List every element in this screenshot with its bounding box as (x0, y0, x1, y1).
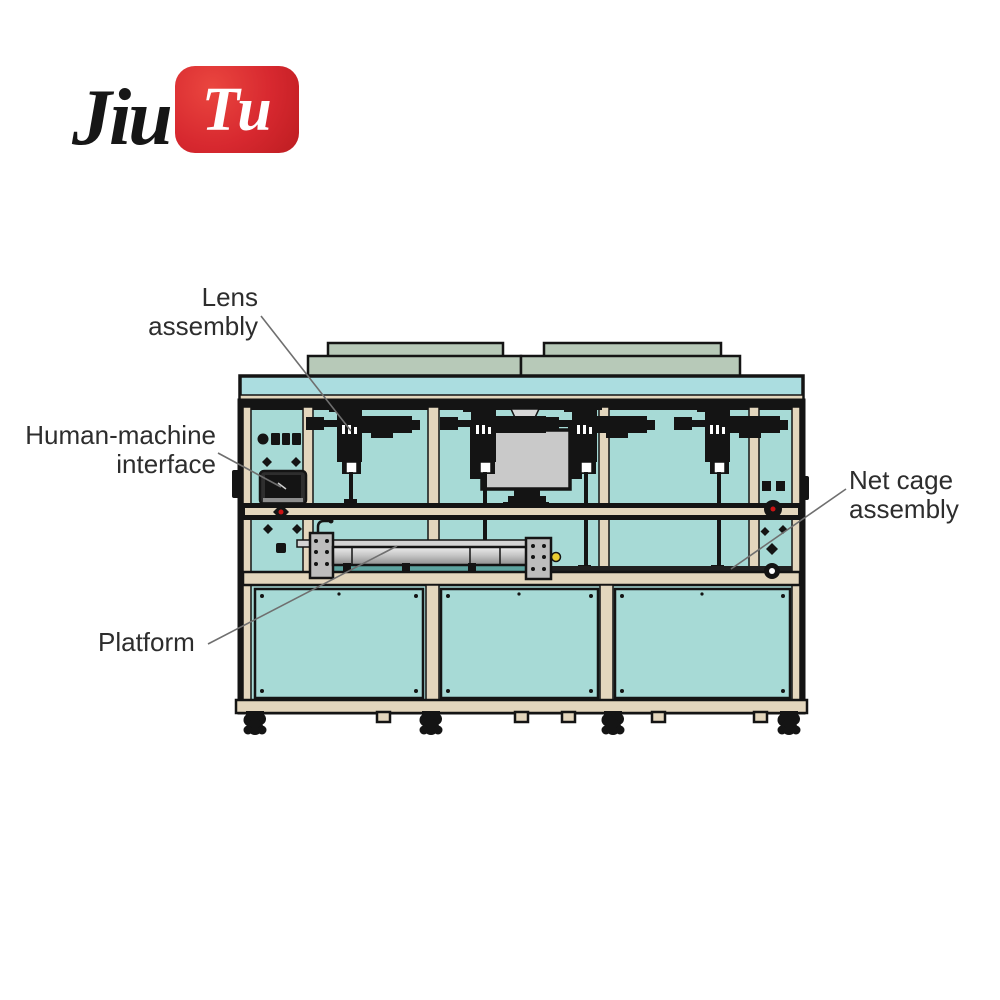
logo-red-box: Tu (174, 66, 299, 153)
callout-lens-line2: assembly (148, 311, 258, 341)
leader-lines (207, 315, 847, 645)
button-diamond (262, 457, 272, 467)
button-diamond (292, 524, 302, 534)
button-diamond (291, 457, 301, 467)
callout-hmi-line2: interface (116, 449, 216, 479)
caster-wheel-icon (243, 711, 801, 735)
button-diamond (766, 543, 778, 555)
callout-lens-assembly: Lens assembly (116, 283, 258, 341)
callout-hmi-line1: Human-machine (25, 420, 216, 450)
side-tab (232, 470, 240, 498)
top-lid-panels (306, 341, 742, 380)
logo-text-jiu: Jiu (72, 74, 173, 162)
brand-logo: Jiu Tu (72, 54, 299, 158)
panel-screws (260, 592, 785, 693)
conveyor-shadow (540, 566, 792, 574)
callout-platform: Platform (98, 628, 228, 657)
logo-text-tu: Tu (201, 76, 272, 144)
lower-rail (241, 570, 802, 587)
button-diamond (263, 524, 273, 534)
callout-lens-line1: Lens (201, 282, 258, 312)
lens-assembly-head-icon-4 (674, 403, 788, 474)
lens-assembly-head-icon-2 (440, 403, 554, 474)
side-tab (801, 476, 809, 500)
callout-net-line1: Net cage (849, 465, 954, 495)
callout-net-cage-assembly: Net cage assembly (849, 466, 999, 524)
button-diamond (760, 527, 770, 536)
leveling-foot-icon (375, 710, 769, 724)
callout-human-machine-interface: Human-machine interface (14, 421, 216, 479)
button-square (276, 543, 286, 553)
callout-platform-line1: Platform (98, 627, 195, 657)
platform-shadow (316, 565, 542, 575)
platform-rail-icon (296, 518, 562, 581)
panel-brand-marking-icon (257, 433, 301, 445)
mid-rail (243, 503, 800, 520)
right-control-panel (760, 481, 788, 579)
button-square (762, 481, 771, 491)
left-control-panel (257, 433, 308, 553)
button-square (776, 481, 785, 491)
lens-assembly-head-icon-3 (541, 403, 655, 474)
callout-net-line2: assembly (849, 494, 959, 524)
bottom-panels (253, 584, 792, 701)
hmi-display-icon (258, 469, 308, 506)
